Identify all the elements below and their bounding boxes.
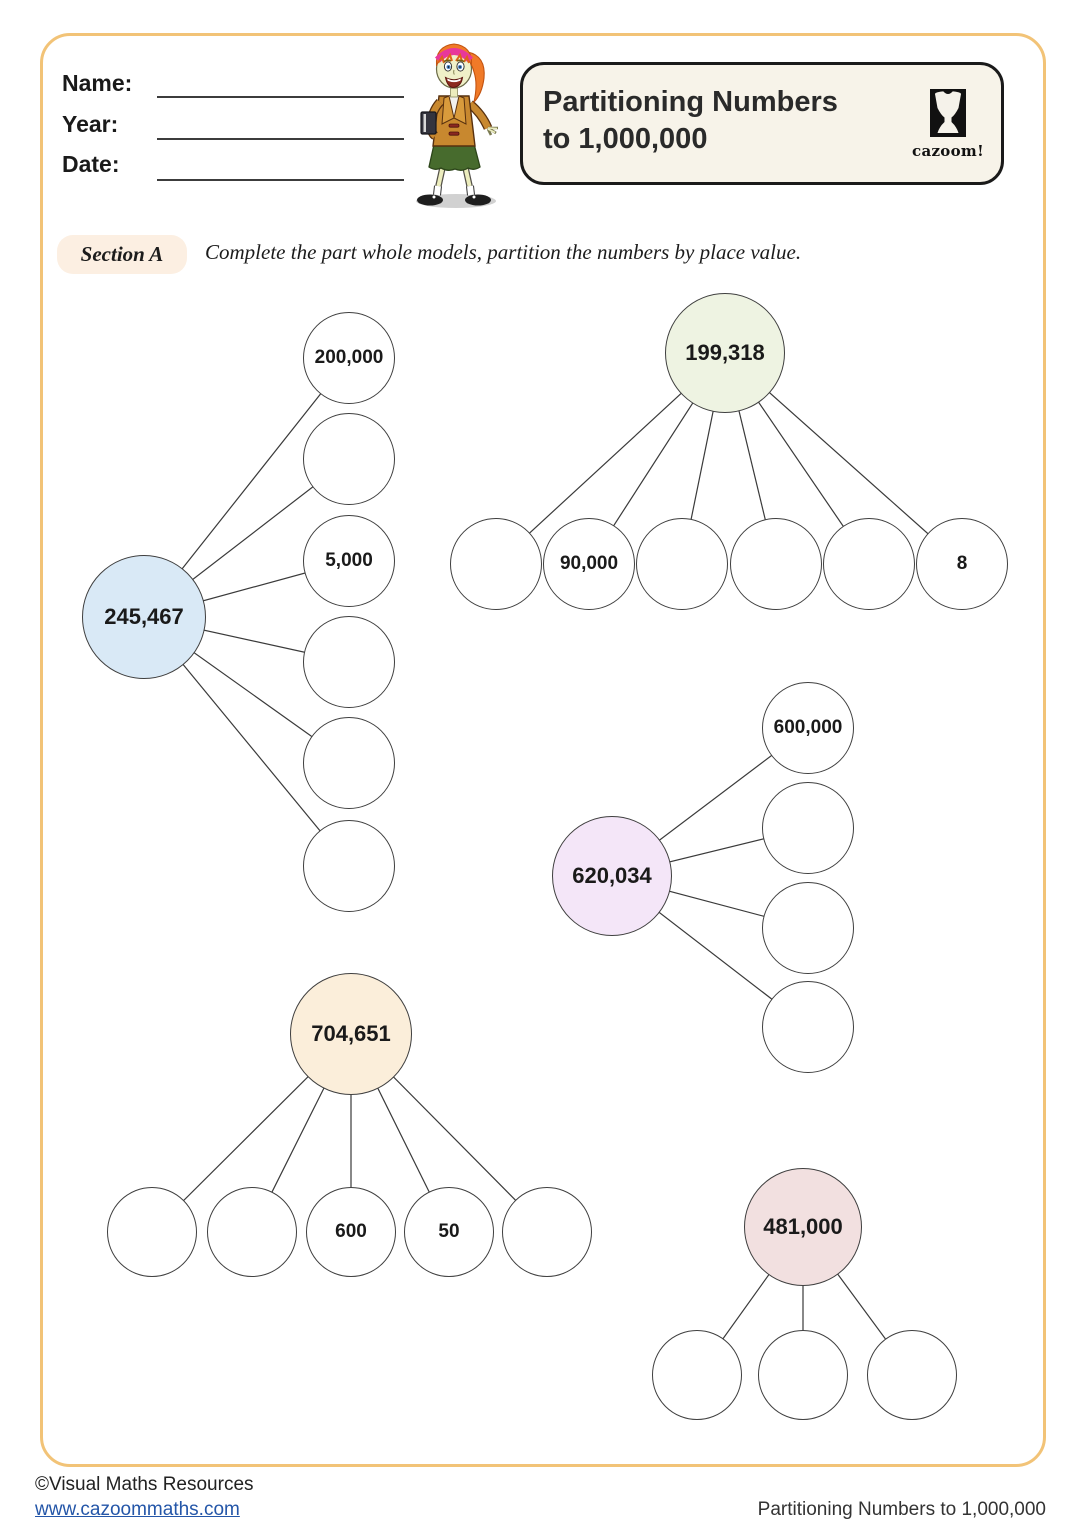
cazoom-logo: cazoom! <box>909 89 987 160</box>
part-circle: 200,000 <box>303 312 395 404</box>
part-circle <box>303 717 395 809</box>
part-circle: 5,000 <box>303 515 395 607</box>
whole-circle: 704,651 <box>290 973 412 1095</box>
year-line <box>157 138 404 140</box>
part-circle <box>303 820 395 912</box>
part-circle <box>502 1187 592 1277</box>
date-line <box>157 179 404 181</box>
whole-circle: 620,034 <box>552 816 672 936</box>
whole-circle: 245,467 <box>82 555 206 679</box>
part-circle: 600,000 <box>762 682 854 774</box>
cazoom-wordmark: cazoom! <box>912 142 984 160</box>
year-label: Year: <box>62 111 119 137</box>
part-circle <box>730 518 822 610</box>
part-circle <box>823 518 915 610</box>
section-a-badge: Section A <box>57 235 187 274</box>
date-label: Date: <box>62 151 120 177</box>
part-circle <box>652 1330 742 1420</box>
part-circle: 50 <box>404 1187 494 1277</box>
part-circle <box>636 518 728 610</box>
worksheet-title: Partitioning Numbers to 1,000,000 <box>543 84 838 158</box>
title-line-1: Partitioning Numbers <box>543 86 838 118</box>
website-link[interactable]: www.cazoommaths.com <box>35 1499 240 1520</box>
title-line-2: to 1,000,000 <box>543 123 708 155</box>
student-illustration <box>416 43 498 208</box>
part-circle <box>867 1330 957 1420</box>
part-circle: 8 <box>916 518 1008 610</box>
part-circle <box>762 981 854 1073</box>
part-circle <box>107 1187 197 1277</box>
part-circle <box>207 1187 297 1277</box>
footer-worksheet-title: Partitioning Numbers to 1,000,000 <box>757 1499 1046 1520</box>
part-circle <box>758 1330 848 1420</box>
section-a-instruction: Complete the part whole models, partitio… <box>205 240 802 264</box>
part-circle <box>762 782 854 874</box>
part-circle <box>450 518 542 610</box>
name-label: Name: <box>62 70 133 96</box>
whole-circle: 199,318 <box>665 293 785 413</box>
page-border <box>40 33 1046 1467</box>
part-circle <box>303 616 395 708</box>
djembe-drum-icon <box>930 89 966 137</box>
part-circle <box>762 882 854 974</box>
copyright-text: ©Visual Maths Resources <box>35 1474 254 1495</box>
part-circle: 600 <box>306 1187 396 1277</box>
whole-circle: 481,000 <box>744 1168 862 1286</box>
name-line <box>157 96 404 98</box>
part-circle <box>303 413 395 505</box>
title-box: Partitioning Numbers to 1,000,000 cazoom… <box>520 62 1004 185</box>
part-circle: 90,000 <box>543 518 635 610</box>
